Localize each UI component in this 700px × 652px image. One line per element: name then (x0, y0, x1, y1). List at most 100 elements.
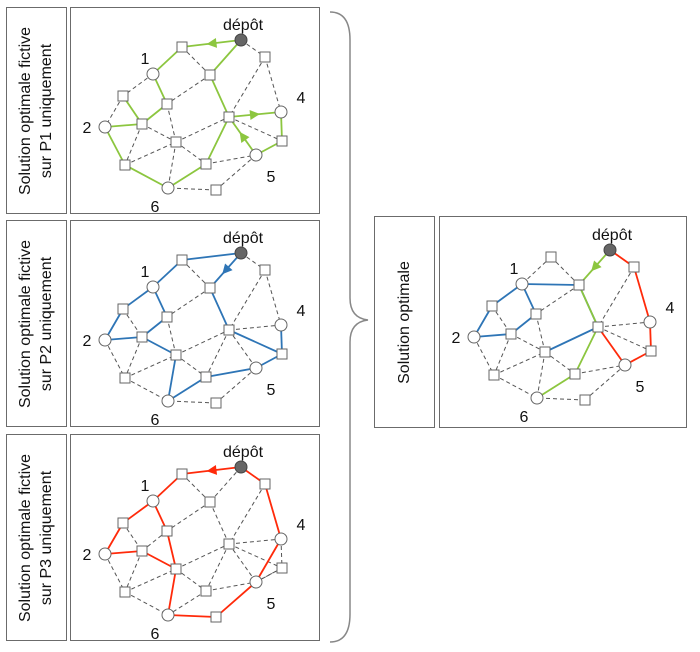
p2-node-square (170, 349, 182, 361)
p3-dashed-edge (205, 581, 257, 592)
p2-node-client (161, 394, 175, 408)
p2-node-square (259, 264, 271, 276)
p3-dashed-edge (228, 483, 266, 545)
final-dashed-edge (493, 333, 512, 376)
p2-node-client (146, 280, 160, 294)
p1-label-depot: dépôt (223, 17, 264, 34)
p3-node-client (98, 547, 112, 561)
final-dashed-edge (584, 364, 626, 401)
p3-label-n6: 6 (151, 626, 160, 643)
p3-node-client (274, 532, 288, 546)
p2-node-client (98, 333, 112, 347)
p1-arrow (249, 110, 260, 120)
final-route-edge (521, 283, 580, 286)
p3-dashed-edge (166, 501, 211, 532)
p1-dashed-edge (167, 187, 217, 191)
p3-dashed-edge (141, 530, 168, 552)
p2-node-square (276, 348, 288, 360)
p2-label-n6: 6 (151, 412, 160, 429)
p3-dashed-edge (205, 543, 230, 592)
final-node-client (515, 277, 529, 291)
panel-p2-label-box: Solution optimale fictive sur P2 uniquem… (6, 220, 67, 427)
p1-label-n2: 2 (83, 120, 92, 137)
p2-node-square (223, 324, 235, 336)
p2-dashed-edge (124, 336, 143, 379)
p1-label-n1: 1 (141, 51, 150, 68)
p3-label-depot: dépôt (223, 444, 264, 461)
p1-node-square (223, 111, 235, 123)
p2-dashed-edge (228, 269, 266, 331)
final-node-client (618, 358, 632, 372)
final-route-edge (536, 373, 576, 399)
p2-node-square (117, 303, 129, 315)
p3-dashed-edge (228, 543, 257, 583)
final-node-square (539, 346, 551, 358)
p3-route-edge (264, 483, 282, 540)
p2-dashed-edge (166, 287, 211, 318)
final-dashed-edge (535, 313, 546, 353)
p2-node-square (204, 282, 216, 294)
p3-node-square (170, 563, 182, 575)
p2-route-edge (205, 367, 257, 378)
p2-dashed-edge (264, 269, 282, 326)
p2-route-edge (141, 336, 177, 356)
p1-dashed-edge (167, 141, 177, 189)
p1-arrow (239, 131, 250, 143)
p2-label-n5: 5 (267, 382, 276, 399)
p3-dashed-edge (104, 553, 126, 593)
p3-arrow (206, 464, 218, 475)
final-node-square (545, 251, 557, 263)
p1-node-square (136, 118, 148, 130)
final-node-square (628, 261, 640, 273)
p1-route-edge (209, 74, 230, 118)
p1-node-square (176, 41, 188, 53)
p2-label-n4: 4 (297, 303, 306, 320)
p3-node-client (146, 494, 160, 508)
p2-dashed-edge (167, 400, 217, 404)
p3-route-edge (166, 530, 177, 570)
final-label-n2: 2 (452, 330, 461, 347)
final-node-square (579, 394, 591, 406)
p1-node-square (276, 135, 288, 147)
final-node-square (505, 328, 517, 340)
p1-node-client (274, 105, 288, 119)
p3-route-edge (167, 568, 177, 616)
final-dashed-edge (535, 284, 580, 315)
p2-route-edge (167, 376, 207, 402)
p3-label-n5: 5 (267, 596, 276, 613)
panel-p3-label-box: Solution optimale fictive sur P3 uniquem… (6, 434, 67, 641)
p2-dashed-edge (104, 339, 126, 379)
p2-node-square (161, 311, 173, 323)
p3-node-square (117, 517, 129, 529)
p3-node-square (119, 586, 131, 598)
p2-dashed-edge (124, 354, 177, 379)
p2-node-square (136, 331, 148, 343)
p1-dashed-edge (215, 154, 257, 191)
p3-node-square (176, 468, 188, 480)
final-node-client (467, 330, 481, 344)
final-dashed-edge (493, 374, 538, 399)
p1-label-n4: 4 (297, 90, 306, 107)
p1-node-client (146, 67, 160, 81)
p1-route-edge (104, 126, 126, 166)
p2-node-square (210, 397, 222, 409)
p1-node-square (117, 90, 129, 102)
p2-dashed-edge (205, 329, 230, 378)
final-node-square (569, 368, 581, 380)
p2-node-square (200, 371, 212, 383)
final-label-n5: 5 (636, 379, 645, 396)
p1-arrow (206, 37, 218, 48)
final-dashed-edge (493, 351, 546, 376)
final-route-edge (597, 326, 626, 366)
p1-node-square (161, 98, 173, 110)
p3-node-square (259, 478, 271, 490)
p2-node-client (274, 318, 288, 332)
final-label-n6: 6 (520, 409, 529, 426)
p3-node-square (210, 611, 222, 623)
p3-dashed-edge (209, 501, 230, 545)
p1-route-edge (124, 164, 169, 189)
p2-label-n1: 1 (141, 264, 150, 281)
